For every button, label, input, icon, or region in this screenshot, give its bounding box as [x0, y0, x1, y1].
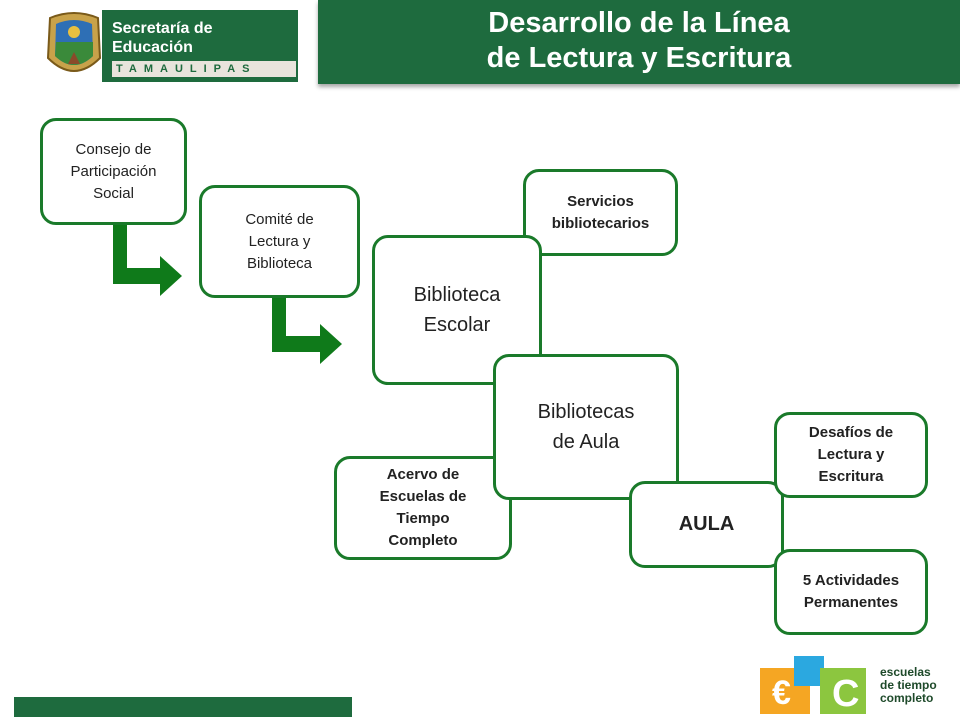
node-servicios-label: Servicios bibliotecarios	[551, 192, 650, 232]
bottom-bar	[14, 697, 352, 717]
node-consejo-label: Consejo de Participación Social	[70, 140, 157, 202]
node-comite-label: Comité de Lectura y Biblioteca	[245, 210, 314, 272]
logo-state: TAMAULIPAS	[112, 61, 296, 77]
node-desafios-label: Desafíos de Lectura y Escritura	[808, 424, 894, 485]
title-band: Desarrollo de la Línea de Lectura y Escr…	[318, 0, 960, 84]
node-desafios: Desafíos de Lectura y Escritura	[774, 412, 928, 498]
page-title: Desarrollo de la Línea de Lectura y Escr…	[318, 6, 960, 76]
arrow-1	[113, 224, 182, 296]
title-line-1: Desarrollo de la Línea	[488, 7, 790, 39]
svg-text:C: C	[832, 673, 859, 715]
node-biblioteca-escolar-label: Biblioteca Escolar	[413, 284, 501, 336]
etc-logo: € C escuelas de tiempo completo	[758, 656, 958, 716]
node-actividades: 5 Actividades Permanentes	[774, 549, 928, 635]
sep-logo: Secretaría de Educación TAMAULIPAS	[42, 8, 298, 84]
logo-text-2: Educación	[112, 39, 193, 56]
etc-mark-icon: € C	[760, 656, 866, 715]
logo-text-1: Secretaría de	[112, 20, 213, 37]
etc-text: escuelas de tiempo completo	[880, 666, 937, 705]
node-consejo: Consejo de Participación Social	[40, 118, 187, 225]
title-line-2: de Lectura y Escritura	[486, 42, 792, 74]
svg-text:€: €	[772, 674, 791, 712]
node-acervo-label: Acervo de Escuelas de Tiempo Completo	[379, 466, 467, 549]
node-bibliotecas-aula: Bibliotecas de Aula	[493, 354, 679, 500]
node-actividades-label: 5 Actividades Permanentes	[802, 572, 900, 611]
node-aula: AULA	[629, 481, 784, 568]
node-acervo: Acervo de Escuelas de Tiempo Completo	[334, 456, 512, 560]
coat-of-arms-icon	[46, 12, 102, 72]
node-comite: Comité de Lectura y Biblioteca	[199, 185, 360, 298]
etc-line-1: escuelas	[880, 665, 931, 679]
node-servicios: Servicios bibliotecarios	[523, 169, 678, 256]
etc-line-3: completo	[880, 691, 934, 705]
arrow-2	[272, 298, 342, 364]
etc-line-2: de tiempo	[880, 678, 937, 692]
node-aula-label: AULA	[678, 513, 735, 535]
node-bibliotecas-aula-label: Bibliotecas de Aula	[537, 401, 635, 453]
